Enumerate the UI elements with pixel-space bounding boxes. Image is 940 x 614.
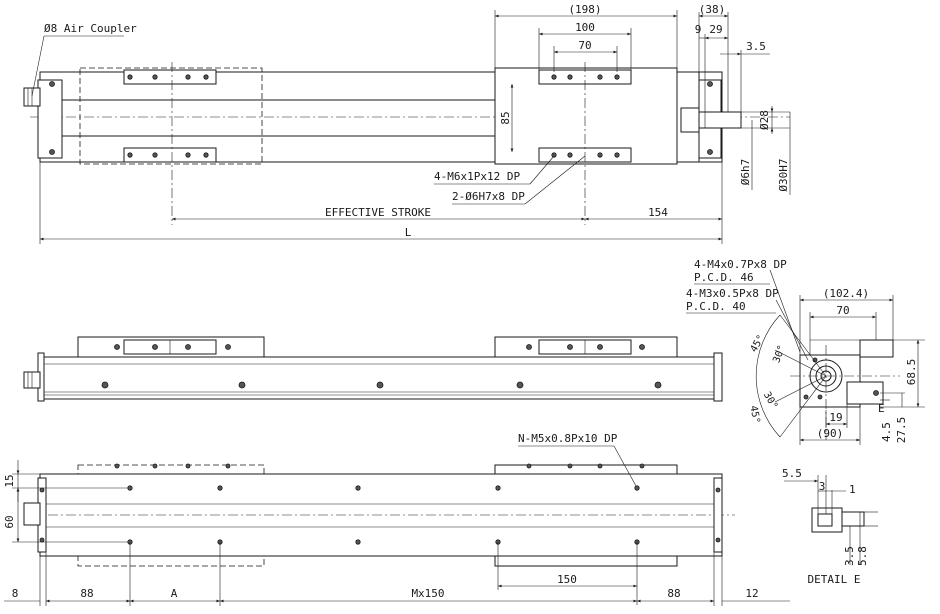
note-m5-tap: N-M5x0.8Px10 DP: [518, 432, 618, 445]
carriage-stroke-start: [79, 67, 263, 165]
pcd-40: P.C.D. 40: [686, 300, 746, 313]
dim-85: 85: [499, 111, 512, 124]
dim-198: (198): [568, 3, 601, 16]
pcd-46: P.C.D. 46: [694, 271, 754, 284]
end-view: 45° 30° 30° 45° 4-M4x0.7Px8 DP P.C.D. 46…: [686, 258, 925, 445]
dim-100: 100: [575, 21, 595, 34]
bottom-view: N-M5x0.8Px10 DP 15 60 150 8 88 A Mx150 8…: [3, 432, 790, 606]
side-view: [23, 336, 723, 402]
detail-dim-5-5: 5.5: [782, 467, 802, 480]
dim-70: 70: [578, 39, 591, 52]
top-view: (198) 100 70 (38) 9 29 3.5 85 Ø28 Ø6h7 Ø…: [23, 3, 791, 244]
dim-88-left: 88: [80, 587, 93, 600]
note-m6-tap: 4-M6x1Px12 DP: [434, 170, 520, 183]
dim-4-5: 4.5: [880, 422, 893, 442]
detail-dim-3: 3: [819, 480, 826, 493]
angle-30-top: 30°: [771, 344, 788, 365]
dim-68-5: 68.5: [905, 359, 918, 386]
detail-dim-5-8: 5.8: [856, 546, 869, 566]
dim-102-4: (102.4): [823, 287, 869, 300]
dim-6h7: Ø6h7: [739, 159, 752, 186]
dim-12: 12: [745, 587, 758, 600]
dim-90: (90): [817, 427, 844, 440]
note-m4-tap: 4-M4x0.7Px8 DP: [694, 258, 787, 271]
angle-30-bottom: 30°: [761, 390, 780, 411]
note-m3-tap: 4-M3x0.5Px8 DP: [686, 287, 779, 300]
dim-9: 9: [695, 23, 702, 36]
dim-150: 150: [557, 573, 577, 586]
dim-27-5: 27.5: [895, 417, 908, 444]
dim-154: 154: [648, 206, 668, 219]
angle-45-bottom: 45°: [747, 405, 761, 425]
dim-30h7: Ø30H7: [777, 158, 790, 191]
detail-dim-1: 1: [849, 483, 856, 496]
shaft: [698, 111, 742, 129]
dim-38: (38): [699, 3, 726, 16]
dim-29: 29: [709, 23, 722, 36]
detail-e-marker: E: [878, 402, 885, 415]
dim-8: 8: [12, 587, 19, 600]
detail-e: 5.5 3 1 3.5 5.8 DETAIL E: [782, 467, 878, 586]
dim-19: 19: [829, 411, 842, 424]
detail-dim-3-5: 3.5: [843, 546, 856, 566]
dim-60: 60: [3, 515, 16, 528]
side-rail-outline: [39, 356, 723, 400]
dim-28: Ø28: [758, 110, 771, 130]
dim-88-right: 88: [667, 587, 680, 600]
dim-70-end: 70: [836, 304, 849, 317]
dim-A: A: [171, 587, 178, 600]
air-coupler-label: Ø8 Air Coupler: [44, 22, 137, 35]
dim-15: 15: [3, 474, 16, 487]
dim-L: L: [405, 226, 412, 239]
effective-stroke-label: EFFECTIVE STROKE: [325, 206, 431, 219]
detail-e-title: DETAIL E: [808, 573, 861, 586]
dim-Mx150: Mx150: [411, 587, 444, 600]
dim-3-5: 3.5: [746, 40, 766, 53]
note-pin-hole: 2-Ø6H7x8 DP: [452, 190, 525, 203]
left-end-cap: [37, 79, 63, 159]
angle-45-top: 45°: [749, 333, 768, 354]
